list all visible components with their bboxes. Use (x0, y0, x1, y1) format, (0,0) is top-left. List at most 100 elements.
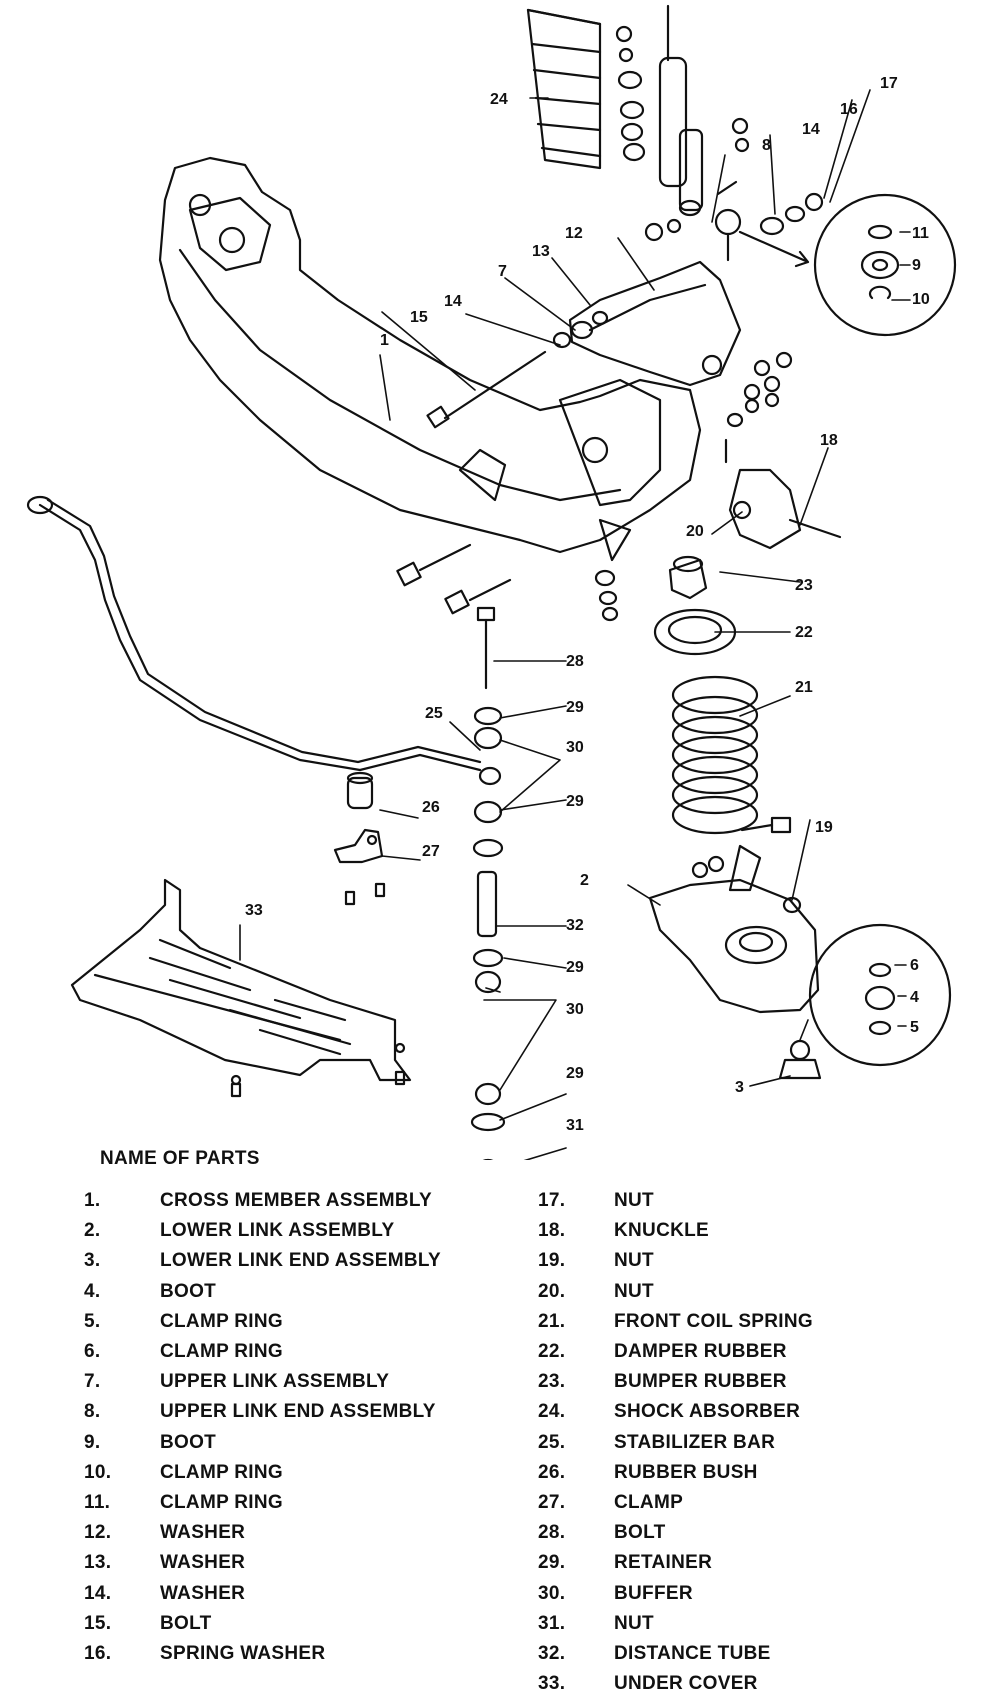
callout-3: 3 (735, 1079, 744, 1096)
callout-25: 25 (425, 705, 443, 722)
knuckle (728, 468, 842, 550)
part-row: 14. WASHER (84, 1578, 441, 1608)
part-name: DISTANCE TUBE (614, 1642, 771, 1664)
callout-1: 1 (380, 332, 389, 349)
center-bolt-stack (470, 606, 506, 1160)
bumper-rubber (668, 555, 708, 600)
parts-list-title: NAME OF PARTS (100, 1148, 260, 1169)
part-row: 9.BOOT (84, 1428, 441, 1458)
part-name: LOWER LINK END ASSEMBLY (160, 1250, 442, 1272)
callout-29b: 29 (566, 793, 584, 810)
lower-link-end (778, 1039, 822, 1080)
bolt-long (426, 350, 547, 429)
part-name: BUFFER (614, 1582, 693, 1604)
part-name: CLAMP RING (160, 1341, 283, 1363)
part-name: CLAMP RING (160, 1310, 283, 1332)
part-row: 21.FRONT COIL SPRING (538, 1307, 813, 1337)
lower-bolts (396, 518, 632, 622)
part-name: UNDER COVER (614, 1673, 758, 1695)
part-row: 18.KNUCKLE (538, 1216, 813, 1246)
part-row: 28.BOLT (538, 1518, 813, 1548)
part-number: 8. (84, 1401, 101, 1423)
part-row: 8.UPPER LINK END ASSEMBLY (84, 1397, 441, 1427)
part-name: KNUCKLE (614, 1220, 709, 1242)
part-row: 4.BOOT (84, 1277, 441, 1307)
part-name: WASHER (160, 1582, 246, 1604)
callout-29a: 29 (566, 699, 584, 716)
part-name: BOLT (160, 1612, 212, 1634)
part-name: NUT (614, 1280, 654, 1302)
part-row: 26.RUBBER BUSH (538, 1458, 813, 1488)
part-row: 7.UPPER LINK ASSEMBLY (84, 1367, 441, 1397)
part-name: SHOCK ABSORBER (614, 1401, 801, 1423)
shock-absorber (526, 4, 704, 217)
coil-spring (671, 675, 759, 835)
part-name: NUT (614, 1250, 654, 1272)
part-name: NUT (614, 1612, 654, 1634)
callout-27: 27 (422, 843, 440, 860)
part-name: BOOT (160, 1280, 217, 1302)
part-name: WASHER (160, 1522, 246, 1544)
part-row: 10.CLAMP RING (84, 1458, 441, 1488)
rubber-bush (346, 771, 374, 810)
part-number: 19. (538, 1250, 566, 1272)
part-name: FRONT COIL SPRING (614, 1310, 813, 1332)
part-number: 26. (538, 1461, 566, 1483)
callout-19: 19 (815, 819, 833, 836)
part-number: 12. (84, 1522, 112, 1544)
part-number: 20. (538, 1280, 566, 1302)
callout-11: 11 (912, 225, 929, 242)
callout-22: 22 (795, 624, 813, 641)
part-row: 15.BOLT (84, 1609, 441, 1639)
stabilizer-bar (26, 495, 502, 786)
part-name: BOOT (160, 1431, 217, 1453)
part-row: 19. NUT (538, 1246, 813, 1276)
part-name: WASHER (160, 1552, 246, 1574)
callout-7: 7 (498, 263, 507, 280)
part-row: 24. SHOCK ABSORBER (538, 1397, 813, 1427)
part-number: 29. (538, 1552, 566, 1574)
part-number: 13. (84, 1552, 112, 1574)
part-name: BOLT (614, 1522, 666, 1544)
part-number: 32. (538, 1642, 566, 1664)
callout-15: 15 (410, 309, 428, 326)
callout-4: 4 (910, 989, 919, 1006)
part-row: 13. WASHER (84, 1548, 441, 1578)
part-number: 14. (84, 1582, 112, 1604)
part-name: CROSS MEMBER ASSEMBLY (160, 1190, 432, 1212)
callout-18: 18 (820, 432, 838, 449)
callout-29d: 29 (566, 1065, 584, 1082)
part-number: 33. (538, 1673, 566, 1695)
part-row: 30.BUFFER (538, 1578, 813, 1608)
callout-17: 17 (880, 75, 898, 92)
part-row: 23.BUMPER RUBBER (538, 1367, 813, 1397)
callout-5: 5 (910, 1019, 919, 1036)
suspension-exploded-diagram: 1 2 3 4 5 6 7 8 9 10 11 12 13 14 14 15 1… (26, 4, 957, 1160)
part-number: 22. (538, 1341, 566, 1363)
callout-16: 16 (840, 101, 858, 118)
callout-14b: 14 (802, 121, 820, 138)
cross-member (158, 156, 702, 554)
callout-26: 26 (422, 799, 440, 816)
lower-boot-detail (808, 923, 952, 1067)
part-number: 10. (84, 1461, 112, 1483)
part-name: SPRING WASHER (160, 1642, 326, 1664)
callout-32: 32 (566, 917, 584, 934)
upper-boot-detail (813, 193, 957, 337)
part-name: RETAINER (614, 1552, 713, 1574)
callout-labels: 1 2 3 4 5 6 7 8 9 10 11 12 13 14 14 15 1… (245, 75, 930, 1134)
part-row: 33. UNDER COVER (538, 1669, 813, 1699)
part-row: 25.STABILIZER BAR (538, 1428, 813, 1458)
upper-link-end-hardware (644, 117, 824, 268)
part-number: 3. (84, 1250, 101, 1272)
under-cover (70, 878, 412, 1098)
callout-28: 28 (566, 653, 584, 670)
callout-6: 6 (910, 957, 919, 974)
part-name: DAMPER RUBBER (614, 1341, 787, 1363)
part-number: 1. (84, 1190, 101, 1212)
part-number: 24. (538, 1401, 566, 1423)
part-number: 31. (538, 1612, 566, 1634)
part-row: 5.CLAMP RING (84, 1307, 441, 1337)
